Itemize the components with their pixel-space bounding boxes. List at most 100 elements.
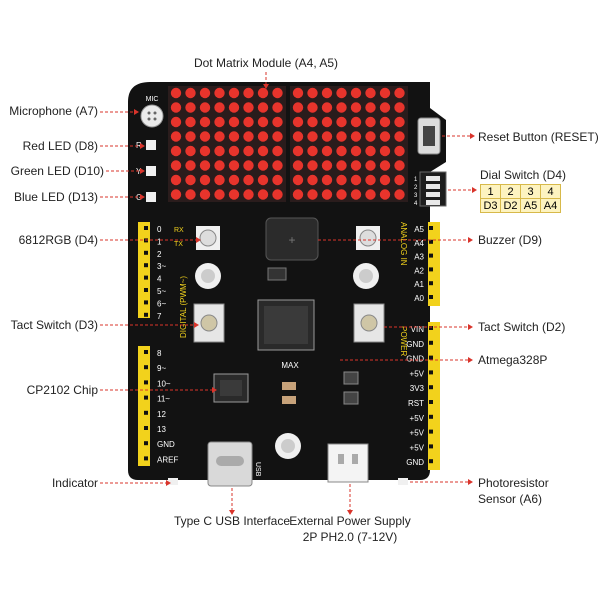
dial-table-cell: 1 xyxy=(480,184,501,199)
pin-label: 2 xyxy=(157,250,162,259)
matrix-led-dot xyxy=(214,174,225,186)
microphone-component xyxy=(140,104,164,128)
pin-label: 5~ xyxy=(157,287,166,296)
dot-matrix-module xyxy=(168,86,408,202)
label-rgb: 6812RGB (D4) xyxy=(18,233,98,247)
pin-label: GND xyxy=(406,355,424,364)
matrix-led-dot xyxy=(365,174,376,186)
blue-led xyxy=(146,192,156,202)
matrix-led-dot xyxy=(199,189,211,200)
pin-hole xyxy=(429,385,433,390)
label-tact-d3: Tact Switch (D3) xyxy=(10,318,98,332)
label-dial-switch: Dial Switch (D4) xyxy=(480,168,567,182)
pin-hole xyxy=(429,326,433,330)
matrix-led-dot xyxy=(228,102,240,113)
matrix-led-dot xyxy=(170,87,182,99)
matrix-led-dot xyxy=(321,131,333,142)
matrix-led-dot xyxy=(321,102,333,113)
pin-label: 6~ xyxy=(157,299,166,308)
matrix-led-dot xyxy=(394,189,405,200)
matrix-led-dot xyxy=(379,87,391,99)
ph2-power-connector xyxy=(327,443,369,483)
matrix-led-dot xyxy=(394,145,405,157)
pin-hole xyxy=(429,267,433,272)
matrix-led-dot xyxy=(272,87,283,99)
matrix-led-dot xyxy=(365,189,376,200)
matrix-led-dot xyxy=(257,87,269,99)
right-pin-header-analog xyxy=(428,222,440,306)
label-blue-led: Blue LED (D13) xyxy=(13,190,98,204)
pin-label: GND xyxy=(157,440,175,449)
matrix-led-dot xyxy=(257,116,269,128)
pin-hole xyxy=(429,400,433,404)
label-green-led: Green LED (D10) xyxy=(10,164,104,178)
matrix-led-dot xyxy=(170,174,182,186)
dial-number-label: 2 xyxy=(414,185,418,191)
board-analog-text: ANALOG IN xyxy=(399,222,408,266)
label-atmega: Atmega328P xyxy=(478,353,548,367)
board-power-text: POWER xyxy=(399,326,408,356)
matrix-led-dot xyxy=(199,174,211,186)
matrix-led-dot xyxy=(185,189,196,200)
pin-label: +5V xyxy=(410,414,425,423)
svg-text:+: + xyxy=(288,233,295,247)
matrix-led-dot xyxy=(365,102,376,113)
matrix-led-dot xyxy=(243,131,254,142)
matrix-led-dot xyxy=(185,131,196,142)
matrix-led-dot xyxy=(185,174,196,186)
matrix-led-dot xyxy=(292,102,304,113)
matrix-led-dot xyxy=(379,160,391,171)
label-microphone: Microphone (A7) xyxy=(9,104,98,118)
board-tx-text: TX xyxy=(174,241,183,248)
matrix-led-dot xyxy=(394,116,405,128)
matrix-led-dot xyxy=(379,102,391,113)
board-usb-text: USB xyxy=(254,462,261,477)
matrix-led-dot xyxy=(257,174,269,186)
pin-hole xyxy=(429,459,433,464)
pin-hole xyxy=(429,226,433,230)
pin-label: GND xyxy=(406,458,424,467)
dial-table-cell: A4 xyxy=(540,198,561,213)
label-photo-line2: Sensor (A6) xyxy=(478,492,543,506)
matrix-led-dot xyxy=(292,145,304,157)
matrix-led-dot xyxy=(292,174,304,186)
matrix-led-dot xyxy=(365,87,376,99)
matrix-led-dot xyxy=(228,174,240,186)
matrix-led-dot xyxy=(321,145,333,157)
matrix-led-dot xyxy=(336,145,347,157)
left-pin-header-top xyxy=(138,222,150,318)
matrix-led-dot xyxy=(243,160,254,171)
matrix-led-dot xyxy=(199,145,211,157)
label-usb: Type C USB Interface xyxy=(173,514,291,528)
label-cp2102: CP2102 Chip xyxy=(26,383,98,397)
matrix-led-dot xyxy=(170,189,182,200)
left-pin-header-bottom xyxy=(138,346,150,466)
pin-label: 1 xyxy=(157,237,162,246)
pin-hole xyxy=(429,340,433,345)
matrix-led-dot xyxy=(292,116,304,128)
matrix-led-dot xyxy=(243,189,254,200)
matrix-led-dot xyxy=(350,174,362,186)
matrix-led-dot xyxy=(307,174,318,186)
matrix-led-dot xyxy=(185,87,196,99)
pin-label: +5V xyxy=(410,443,425,452)
pin-hole xyxy=(429,295,433,299)
pin-label: VIN xyxy=(411,325,425,334)
pin-label: +5V xyxy=(410,369,425,378)
matrix-led-dot xyxy=(321,174,333,186)
matrix-led-dot xyxy=(272,160,283,171)
dial-table-cell: 4 xyxy=(540,184,561,199)
matrix-led-dot xyxy=(394,87,405,99)
pin-label: 9~ xyxy=(157,364,166,373)
label-power-line1: External Power Supply xyxy=(289,514,411,528)
matrix-led-dot xyxy=(336,116,347,128)
pin-label: A0 xyxy=(414,294,424,303)
matrix-led-dot xyxy=(214,189,225,200)
pin-hole xyxy=(429,444,433,449)
pin-label: 8 xyxy=(157,349,162,358)
matrix-led-dot xyxy=(292,160,304,171)
matrix-led-dot xyxy=(257,189,269,200)
pin-label: 3V3 xyxy=(410,384,425,393)
pin-label: +5V xyxy=(410,429,425,438)
label-red-led: Red LED (D8) xyxy=(22,139,98,153)
